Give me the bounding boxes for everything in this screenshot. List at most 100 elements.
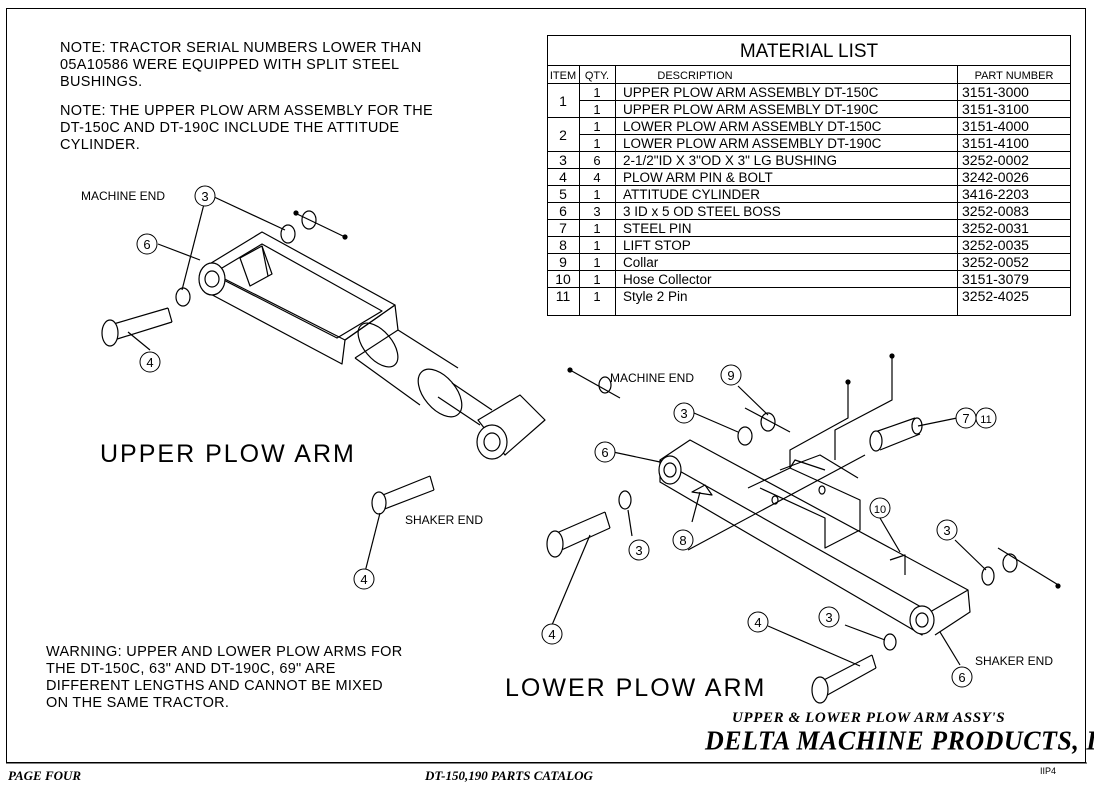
cell-part-number: 3252-0083 bbox=[962, 203, 1029, 219]
upper-plow-arm-label: UPPER PLOW ARM bbox=[100, 440, 356, 468]
cell-part-number: 3252-0002 bbox=[962, 152, 1029, 168]
cell-description: Hose Collector bbox=[623, 272, 712, 287]
footer-code: IIP4 bbox=[1040, 766, 1057, 776]
callout-circle bbox=[594, 441, 616, 463]
callout-number: 4 bbox=[548, 627, 555, 642]
cell-item: 6 bbox=[559, 203, 567, 219]
cell-part-number: 3151-3079 bbox=[962, 271, 1029, 287]
callout-circle bbox=[672, 529, 694, 551]
cell-item: 8 bbox=[559, 237, 567, 253]
machine-end-upper-label: MACHINE END bbox=[81, 189, 165, 203]
callout-number: 9 bbox=[727, 368, 734, 383]
callout-circle bbox=[628, 539, 650, 561]
lower-plow-arm-drawing bbox=[658, 353, 971, 636]
cell-qty: 1 bbox=[593, 238, 600, 253]
callout-number: 4 bbox=[146, 355, 153, 370]
cell-item: 7 bbox=[559, 220, 567, 236]
cell-description: Collar bbox=[623, 255, 659, 270]
callout-circle bbox=[720, 364, 742, 386]
warning-note: WARNING: UPPER AND LOWER PLOW ARMS FOR T… bbox=[46, 644, 403, 711]
cell-item: 5 bbox=[559, 186, 567, 202]
title-line-1: UPPER & LOWER PLOW ARM ASSY'S bbox=[732, 710, 1006, 726]
callout-number: 8 bbox=[679, 533, 686, 548]
cell-description: Style 2 Pin bbox=[623, 289, 688, 304]
cell-description: LOWER PLOW ARM ASSEMBLY DT-150C bbox=[623, 119, 882, 134]
callout-number: 7 bbox=[962, 411, 969, 426]
material-list-title: MATERIAL LIST bbox=[740, 41, 879, 62]
cell-part-number: 3151-4100 bbox=[962, 135, 1029, 151]
serial-note: NOTE: TRACTOR SERIAL NUMBERS LOWER THAN … bbox=[60, 40, 422, 90]
material-list-table: MATERIAL LIST ITEM QTY. DESCRIPTION PART NUM… bbox=[547, 35, 1071, 316]
cell-part-number: 3151-3000 bbox=[962, 84, 1029, 100]
cell-part-number: 3252-0031 bbox=[962, 220, 1029, 236]
cell-qty: 1 bbox=[593, 187, 600, 202]
shaker-end-lower-label: SHAKER END bbox=[975, 654, 1053, 668]
cell-description: 2-1/2"ID X 3"OD X 3" LG BUSHING bbox=[623, 153, 837, 168]
callout-number: 6 bbox=[601, 445, 608, 460]
footer-page: PAGE FOUR bbox=[8, 768, 82, 783]
cell-description: PLOW ARM PIN & BOLT bbox=[623, 170, 773, 185]
callout-circle bbox=[139, 351, 161, 373]
cell-description: 3 ID x 5 OD STEEL BOSS bbox=[623, 204, 781, 219]
callout-circle bbox=[194, 185, 216, 207]
cell-qty: 4 bbox=[593, 170, 600, 185]
callout-circle bbox=[541, 623, 563, 645]
callout-number: 3 bbox=[943, 523, 950, 538]
cell-item: 11 bbox=[556, 288, 571, 304]
cell-item: 4 bbox=[559, 169, 567, 185]
cell-part-number: 3252-0035 bbox=[962, 237, 1029, 253]
cell-qty: 1 bbox=[593, 102, 600, 117]
header-description: DESCRIPTION bbox=[657, 70, 732, 82]
callout-number: 6 bbox=[958, 670, 965, 685]
cell-qty: 1 bbox=[593, 289, 600, 304]
cell-qty: 6 bbox=[593, 153, 600, 168]
header-qty: QTY. bbox=[585, 70, 609, 82]
cell-part-number: 3252-0052 bbox=[962, 254, 1029, 270]
callout-number: 6 bbox=[143, 237, 150, 252]
upper-plow-arm-drawing bbox=[198, 231, 546, 460]
callout-number: 4 bbox=[360, 572, 367, 587]
machine-end-lower-label: MACHINE END bbox=[610, 371, 694, 385]
cell-part-number: 3151-3100 bbox=[962, 101, 1029, 117]
cell-description: ATTITUDE CYLINDER bbox=[623, 187, 760, 202]
shaker-end-upper-label: SHAKER END bbox=[405, 513, 483, 527]
callout-number: 3 bbox=[201, 189, 208, 204]
callout-circle bbox=[747, 611, 769, 633]
callout-number: 3 bbox=[680, 406, 687, 421]
cell-description: UPPER PLOW ARM ASSEMBLY DT-190C bbox=[623, 102, 879, 117]
cell-part-number: 3151-4000 bbox=[962, 118, 1029, 134]
cell-part-number: 3416-2203 bbox=[962, 186, 1029, 202]
callout-number: 3 bbox=[825, 610, 832, 625]
cell-part-number: 3242-0026 bbox=[962, 169, 1029, 185]
callout-number: 4 bbox=[754, 615, 761, 630]
cell-description: UPPER PLOW ARM ASSEMBLY DT-150C bbox=[623, 85, 879, 100]
cell-item: 10 bbox=[555, 271, 571, 287]
header-part-number: PART NUMBER bbox=[975, 70, 1054, 82]
cell-qty: 1 bbox=[593, 272, 600, 287]
callout-number: 11 bbox=[980, 414, 991, 426]
callout-circle bbox=[951, 666, 973, 688]
callout-number: 3 bbox=[635, 543, 642, 558]
callout-circle bbox=[353, 568, 375, 590]
cell-description: LOWER PLOW ARM ASSEMBLY DT-190C bbox=[623, 136, 882, 151]
cell-qty: 1 bbox=[593, 119, 600, 134]
callout-circle bbox=[136, 233, 158, 255]
cell-qty: 1 bbox=[593, 221, 600, 236]
cell-qty: 3 bbox=[593, 204, 600, 219]
callout-circle bbox=[869, 497, 891, 519]
title-line-2: DELTA MACHINE PRODUCTS, INC. bbox=[705, 725, 1094, 756]
callout-circle bbox=[818, 606, 840, 628]
callout-circle bbox=[673, 402, 695, 424]
cell-item: 3 bbox=[559, 152, 567, 168]
cell-item: 2 bbox=[559, 127, 567, 143]
header-item: ITEM bbox=[550, 70, 576, 82]
footer-catalog: DT-150,190 PARTS CATALOG bbox=[425, 768, 593, 783]
callout-circle bbox=[936, 519, 958, 541]
cell-description: STEEL PIN bbox=[623, 221, 692, 236]
cell-part-number: 3252-4025 bbox=[962, 288, 1029, 304]
cell-description: LIFT STOP bbox=[623, 238, 691, 253]
upper-arm-note: NOTE: THE UPPER PLOW ARM ASSEMBLY FOR TH… bbox=[60, 103, 434, 153]
callout-circle bbox=[975, 407, 997, 429]
